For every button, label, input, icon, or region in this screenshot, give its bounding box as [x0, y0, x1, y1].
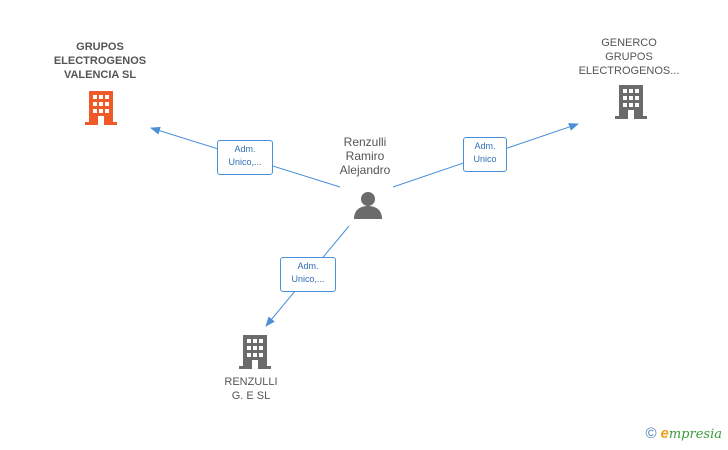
node-label-generco[interactable]: GENERCO GRUPOS ELECTROGENOS... [578, 37, 680, 77]
brand-logo[interactable]: empresia [660, 425, 722, 442]
node-label-grupos[interactable]: GRUPOS ELECTROGENOS VALENCIA SL [53, 41, 147, 81]
node-label-renzulli[interactable]: RENZULLI G. E SL [224, 376, 278, 402]
edge-label-to-grupos: Adm. Unico,... [217, 140, 273, 175]
footer-brand: © empresia [645, 425, 722, 442]
edge-label-to-generco: Adm. Unico [463, 137, 507, 172]
copyright-icon: © [645, 425, 657, 442]
building-icon[interactable] [239, 335, 271, 369]
building-icon[interactable] [85, 91, 117, 125]
edge-label-to-renzulli: Adm. Unico,... [280, 257, 336, 292]
person-icon[interactable] [352, 191, 384, 219]
node-label-person[interactable]: Renzulli Ramiro Alejandro [339, 135, 391, 177]
building-icon[interactable] [615, 85, 647, 119]
